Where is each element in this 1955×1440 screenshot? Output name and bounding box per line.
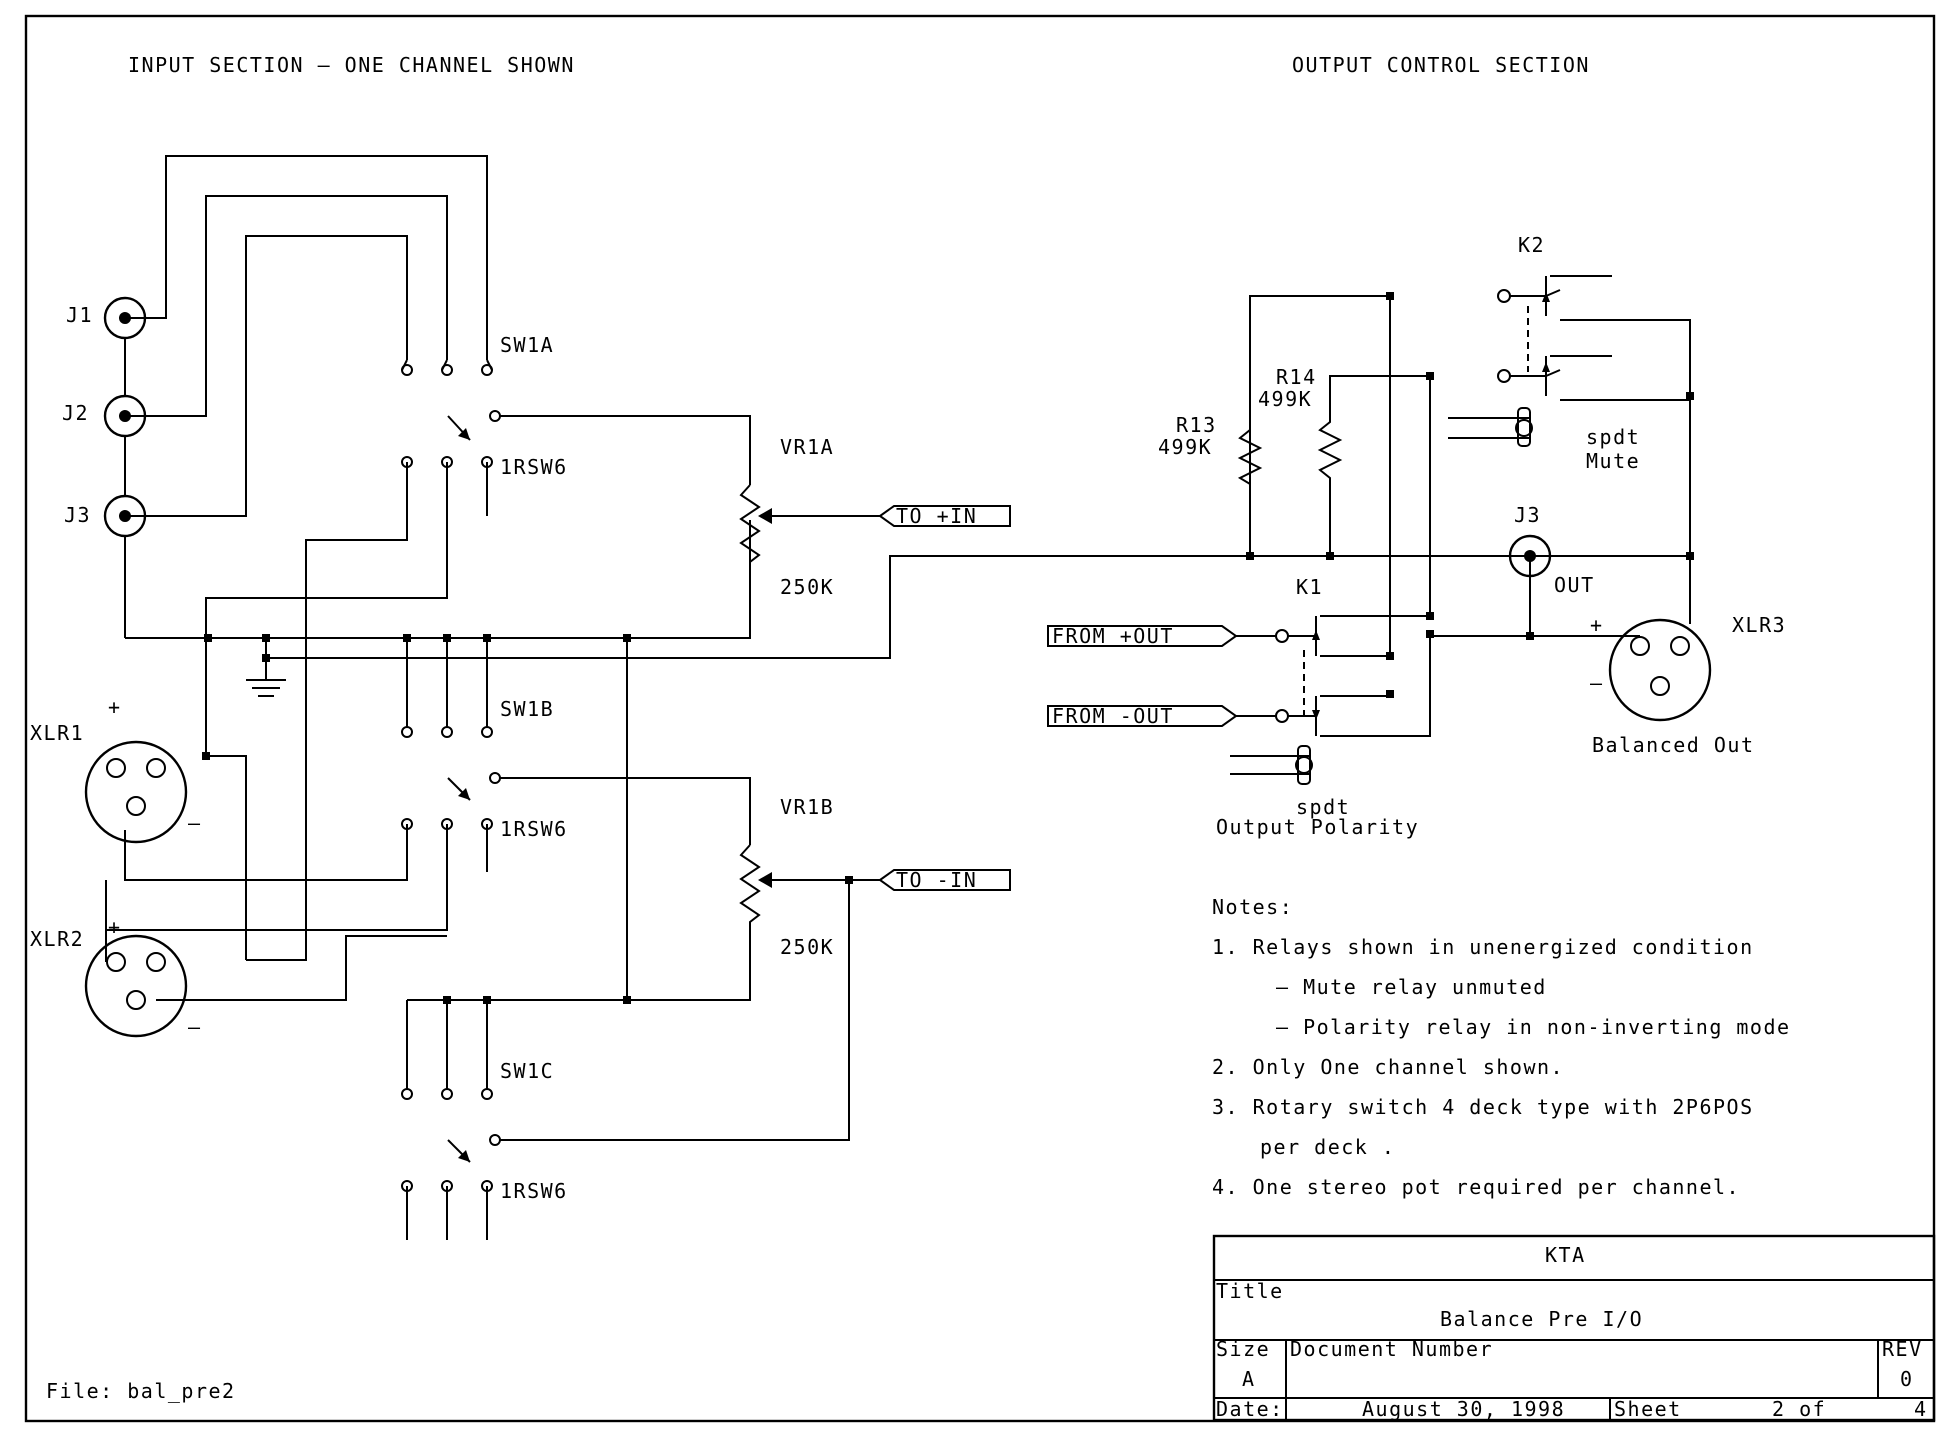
port-to-minus-in-label: TO -IN [896,868,977,892]
xlr2-minus: – [188,1015,202,1039]
j2-label: J2 [62,401,89,425]
note-line: 3. Rotary switch 4 deck type with 2P6POS [1212,1095,1754,1119]
out-jack-caption: OUT [1554,573,1595,597]
xlr-output-xlr3: XLR3 + – Balanced Out [1590,556,1786,757]
switch-deck-sw1c: SW1C 1RSW6 [401,880,850,1240]
docnum-label: Document Number [1290,1337,1493,1361]
resistor-r13: R13 499K [1158,295,1390,556]
date-value: August 30, 1998 [1362,1397,1565,1421]
date-label: Date: [1216,1397,1284,1421]
port-from-minus-out: FROM -OUT [1047,704,1276,728]
xlr1-plus: + [108,695,122,719]
sheet-total: 4 [1914,1397,1928,1421]
file-label: File: bal_pre2 [46,1379,236,1403]
xlr3-plus: + [1590,613,1604,637]
xlr1-label: XLR1 [30,721,84,745]
port-to-plus-in-label: TO +IN [896,504,977,528]
size-label: Size [1216,1337,1270,1361]
input-section: J1 J2 J3 [30,155,1250,1240]
xlr-input-xlr2: XLR2 + – [30,560,447,1039]
sw1b-label: SW1B [500,697,554,721]
polarity-switch: spdt Output Polarity [1216,745,1419,839]
r14-label: R14 [1276,365,1317,389]
title-value: Balance Pre I/O [1440,1307,1643,1331]
vr1a-value: 250K [780,575,834,599]
note-line: – Polarity relay in non-inverting mode [1276,1015,1791,1039]
port-to-minus-in: TO -IN [878,868,1011,892]
polarity-switch-type: spdt [1296,795,1350,819]
sw1b-part: 1RSW6 [500,817,568,841]
company: KTA [1545,1243,1586,1267]
sw1c-part: 1RSW6 [500,1179,568,1203]
output-section: R13 499K R14 499K K2 [1047,233,1786,839]
sw1a-label: SW1A [500,333,554,357]
port-from-plus-out: FROM +OUT [1047,624,1276,648]
sw1c-label: SW1C [500,1059,554,1083]
port-from-minus-out-label: FROM -OUT [1052,704,1174,728]
note-line: per deck . [1260,1135,1395,1159]
switch-deck-sw1a: SW1A 1RSW6 [205,333,751,606]
k2-label: K2 [1518,233,1545,257]
r14-value: 499K [1258,387,1312,411]
port-from-plus-out-label: FROM +OUT [1052,624,1174,648]
xlr3-label: XLR3 [1732,613,1786,637]
note-line: 2. Only One channel shown. [1212,1055,1564,1079]
mute-switch-type: spdt [1586,425,1640,449]
rev-value: 0 [1900,1367,1914,1391]
ground-symbol [246,668,286,697]
sheet-value: 2 of [1772,1397,1826,1421]
xlr1-minus: – [188,811,202,835]
title-block: KTA Title Balance Pre I/O Size A Documen… [1212,1234,1936,1422]
output-section-heading: OUTPUT CONTROL SECTION [1292,53,1590,77]
relay-k1: K1 [1275,556,1640,737]
vr1b-label: VR1B [780,795,834,819]
switch-deck-sw1b: SW1B 1RSW6 [106,638,751,931]
polarity-switch-label: Output Polarity [1216,815,1419,839]
note-line: 1. Relays shown in unenergized condition [1212,935,1754,959]
port-to-plus-in: TO +IN [878,504,1011,528]
out-jack-label: J3 [1514,503,1541,527]
notes-heading: Notes: [1212,895,1293,919]
rev-label: REV [1882,1337,1923,1361]
potentiometer-vr1a: VR1A 250K [739,435,880,638]
size-value: A [1242,1367,1256,1391]
title-label: Title [1216,1279,1284,1303]
xlr-input-xlr1: XLR1 + – [30,606,247,960]
mute-switch: spdt Mute [1448,407,1640,473]
vr1b-value: 250K [780,935,834,959]
j3-label: J3 [64,503,91,527]
xlr3-caption: Balanced Out [1592,733,1755,757]
vr1a-label: VR1A [780,435,834,459]
xlr3-minus: – [1590,671,1604,695]
rca-jack-out: J3 OUT [1508,503,1595,640]
sw1a-part: 1RSW6 [500,455,568,479]
j1-label: J1 [66,303,93,327]
k1-label: K1 [1296,575,1323,599]
xlr2-label: XLR2 [30,927,84,951]
relay-k2: K2 [1497,233,1694,556]
r13-label: R13 [1176,413,1217,437]
drawing-border [24,14,1936,1423]
note-line: – Mute relay unmuted [1276,975,1547,999]
potentiometer-vr1b: VR1B 250K [739,795,880,1000]
mute-switch-label: Mute [1586,449,1640,473]
input-section-heading: INPUT SECTION — ONE CHANNEL SHOWN [128,53,575,77]
xlr2-plus: + [108,915,122,939]
resistor-r14: R14 499K [1258,365,1430,556]
notes: Notes: 1. Relays shown in unenergized co… [1212,895,1791,1199]
sheet-label: Sheet [1614,1397,1682,1421]
note-line: 4. One stereo pot required per channel. [1212,1175,1740,1199]
r13-value: 499K [1158,435,1212,459]
